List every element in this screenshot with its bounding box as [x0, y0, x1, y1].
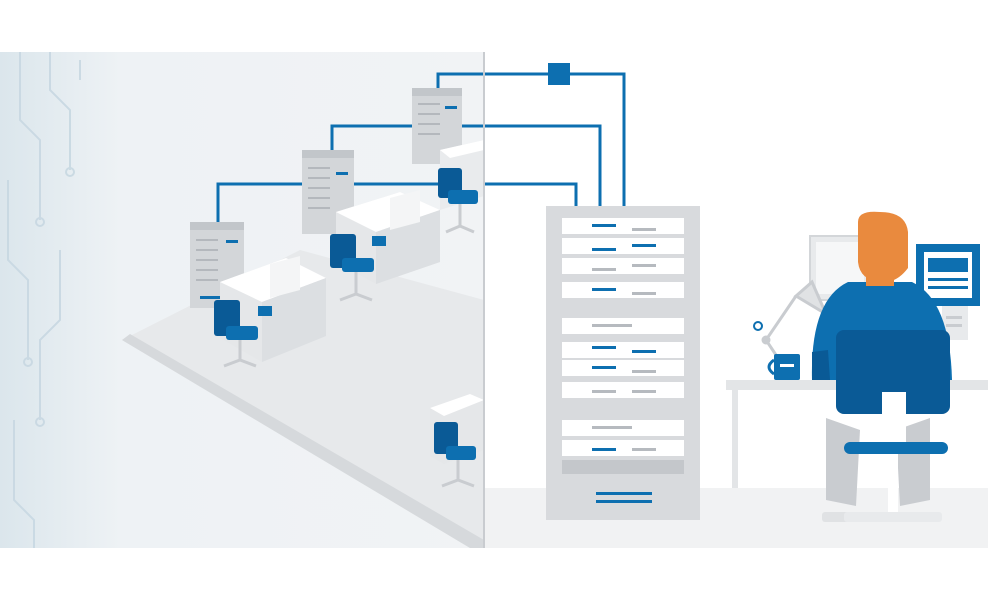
office-floor — [122, 250, 484, 548]
office-chair-icon — [438, 168, 478, 234]
office-floor-edge — [122, 334, 484, 548]
monitor-icon — [916, 244, 980, 340]
office-chair-icon — [214, 300, 258, 368]
office-chair-icon — [330, 234, 374, 302]
network-hub-icon — [548, 63, 570, 85]
coffee-mug-icon — [767, 354, 800, 380]
network-cables — [216, 72, 626, 222]
office-chair-icon — [434, 422, 476, 488]
data-center-rack-icon — [546, 206, 700, 520]
office-chair-icon — [836, 330, 950, 522]
circuit-pattern — [7, 52, 81, 548]
